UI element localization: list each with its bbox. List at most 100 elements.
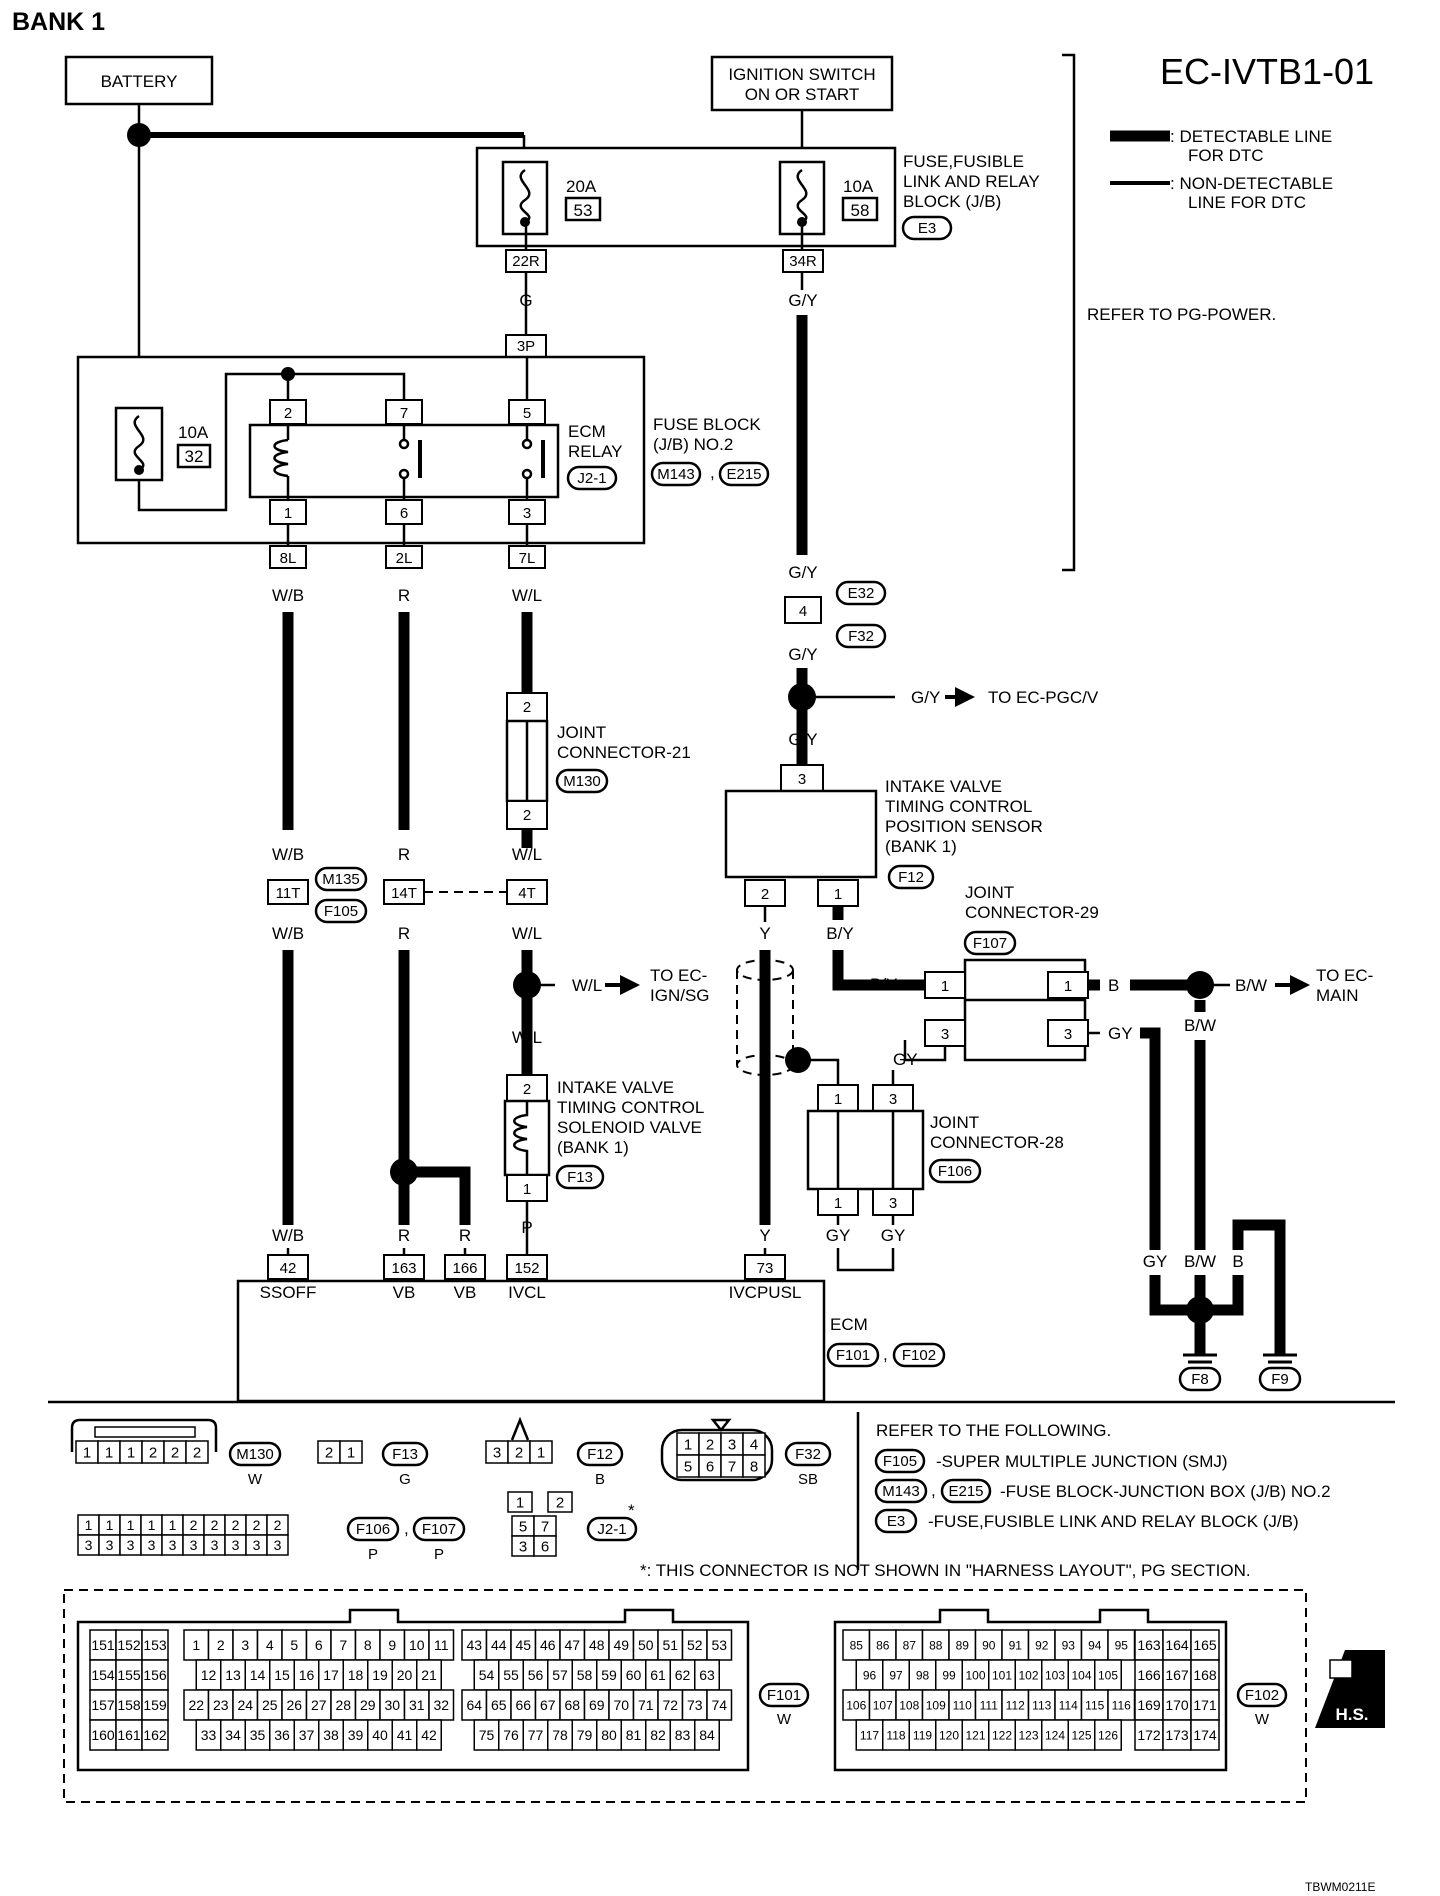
- ignition-label-2: ON OR START: [745, 85, 860, 104]
- f32-color: SB: [798, 1471, 818, 1488]
- j2-label: J2-1: [597, 1521, 626, 1538]
- jb2-conn-label-a: M143: [657, 466, 695, 483]
- f102-pin-number: 115: [1085, 1698, 1104, 1712]
- f107-color: P: [434, 1546, 444, 1563]
- f102-pin-number: 87: [903, 1638, 917, 1652]
- wire-b-label-1: B: [1108, 976, 1119, 995]
- f101-pin-number: 48: [589, 1637, 605, 1653]
- f101-cell: [220, 1659, 246, 1691]
- f106-bottom-pin-number: 3: [274, 1537, 282, 1553]
- ecm-term-ssoff: SSOFF: [260, 1283, 317, 1302]
- sensor-pin-3-label: 3: [798, 771, 806, 788]
- f32-legend-label: F32: [795, 1446, 821, 1463]
- f101-cell: [141, 1689, 169, 1721]
- f102-pin-number: 98: [916, 1668, 930, 1682]
- jb2-internal-wire: [137, 372, 406, 512]
- f101-pin-number: 79: [577, 1727, 593, 1743]
- f102-cell: [908, 1719, 937, 1751]
- legend-detectable-text: : DETECTABLE LINE: [1170, 127, 1332, 146]
- ecm-term-ivcpusl: IVCPUSL: [729, 1283, 802, 1302]
- ground-icon-f8: [1183, 1353, 1217, 1364]
- f101-cell: [367, 1719, 393, 1751]
- f12-key: [510, 1416, 530, 1441]
- f101-cell: [485, 1689, 512, 1721]
- f101-cell: [416, 1719, 442, 1751]
- f101-cell: [620, 1719, 647, 1751]
- relay-top-pins: [269, 399, 546, 425]
- f102-pin-number: 96: [863, 1668, 877, 1682]
- ecm-relay-label-2: RELAY: [568, 442, 623, 461]
- jc28-pin-t1: [817, 1084, 859, 1112]
- to-main-label-2: MAIN: [1316, 986, 1359, 1005]
- f101-cell: [428, 1689, 455, 1721]
- f107-tag: [412, 1516, 466, 1542]
- ecm-pin-152: 152: [514, 1260, 539, 1277]
- f102-pin-number: 117: [860, 1728, 879, 1742]
- solenoid-label-4: (BANK 1): [557, 1138, 629, 1157]
- wire-gy-label-1: G/Y: [788, 291, 817, 310]
- wire-r-label-5: R: [459, 1226, 471, 1245]
- f102-pin-number: 95: [1115, 1638, 1129, 1652]
- f101-pin-number: 51: [662, 1637, 678, 1653]
- f101-pin-number: 21: [421, 1667, 437, 1683]
- f101-cell: [342, 1719, 369, 1751]
- fuse-block-label-2: LINK AND RELAY: [903, 172, 1040, 191]
- f101-pin-number: 34: [225, 1727, 241, 1743]
- f32-top-pin-number: 1: [684, 1436, 692, 1453]
- wire-r-label-2: R: [398, 845, 410, 864]
- pin-22r-label: 22R: [512, 253, 540, 270]
- wire-gy-label-e: GY: [1143, 1252, 1168, 1271]
- f101-pin-number: 18: [348, 1667, 364, 1683]
- jb2-fuse-icon: [133, 414, 145, 472]
- f106-bottom-pin-number: 3: [253, 1537, 261, 1553]
- battery-box: [64, 55, 214, 106]
- f101-pin-number: 81: [626, 1727, 642, 1743]
- f101-pin-number: 56: [528, 1667, 544, 1683]
- j2-2-cell: [547, 1491, 573, 1513]
- wire-r-label-1: R: [398, 586, 410, 605]
- wire-b-loop: [1232, 1219, 1286, 1355]
- fuse-58-box: [841, 196, 879, 222]
- m130-latch: [94, 1426, 196, 1438]
- ecm-pin-73: 73: [757, 1260, 774, 1277]
- sensor-pin-1-label: 1: [834, 886, 842, 903]
- pin-7l: [508, 545, 546, 569]
- jb2-label-2: (J/B) NO.2: [653, 435, 733, 454]
- f101-pin-number: 155: [117, 1667, 141, 1683]
- f101-tag: [758, 1682, 810, 1708]
- f101-cell: [269, 1719, 295, 1751]
- f12-pin-number: 1: [537, 1444, 545, 1461]
- f102-pin-number: 99: [942, 1668, 956, 1682]
- f102-pin-number: 163: [1137, 1637, 1161, 1653]
- e32-label: E32: [848, 585, 875, 602]
- j2-1-cell: [507, 1491, 533, 1513]
- fuse-53-number: 53: [574, 201, 593, 220]
- f102-pin-number: 113: [1032, 1698, 1051, 1712]
- f101-pin-number: 52: [687, 1637, 703, 1653]
- f12-color: B: [595, 1471, 605, 1488]
- wire-r-label-4: R: [398, 1226, 410, 1245]
- f102-pin-number: 112: [1006, 1698, 1025, 1712]
- f32-bottom-cell: [742, 1454, 766, 1478]
- f106-top-pin-number: 2: [232, 1517, 240, 1533]
- f101-pin-number: 33: [201, 1727, 217, 1743]
- m130-pin-number: 1: [83, 1444, 91, 1461]
- wire-wb-label-1: W/B: [272, 586, 304, 605]
- wire-gy-to-gnd: [1149, 1275, 1200, 1316]
- f101-pin-number: 156: [143, 1667, 167, 1683]
- f101-cell: [195, 1719, 222, 1751]
- relay-pin-1: 1: [284, 505, 292, 522]
- refer-3-conn: E3: [887, 1513, 905, 1530]
- f101-cell: [596, 1659, 622, 1691]
- f106-top-pin-number: 2: [253, 1517, 261, 1533]
- f101-pin-number: 154: [91, 1667, 115, 1683]
- wire-gy-label-2: G/Y: [788, 563, 817, 582]
- f102-pin-number: 125: [1071, 1728, 1091, 1742]
- f102-cell: [1080, 1629, 1109, 1661]
- ecm-pin-163: 163: [391, 1260, 416, 1277]
- f101-pin-number: 32: [433, 1697, 449, 1713]
- f102-cell: [974, 1629, 1003, 1661]
